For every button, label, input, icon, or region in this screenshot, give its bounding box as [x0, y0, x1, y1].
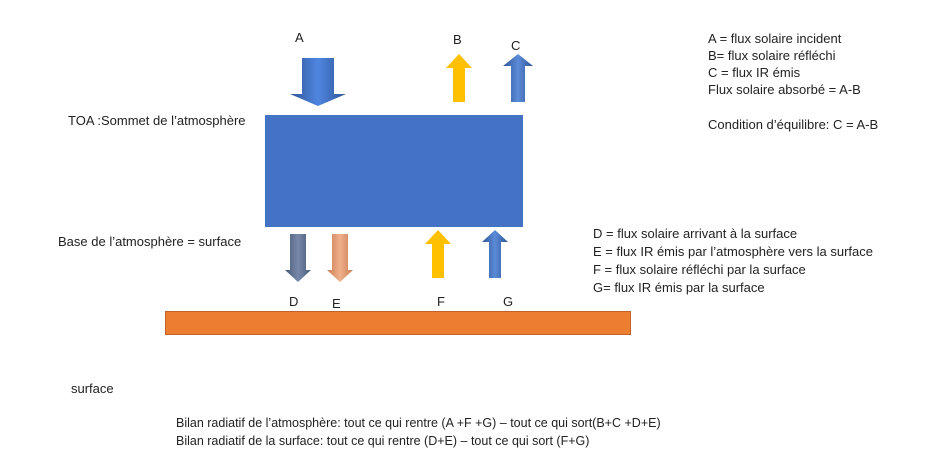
arrow-label-f: F [437, 294, 445, 309]
legend-f: F = flux solaire réfléchi par la surface [593, 262, 806, 277]
budget-atmosphere: Bilan radiatif de l’atmosphère: tout ce … [176, 416, 661, 430]
arrow-label-d: D [289, 294, 299, 309]
budget-surface: Bilan radiatif de la surface: tout ce qu… [176, 434, 590, 448]
legend-a: A = flux solaire incident [708, 31, 842, 46]
arrow-d [285, 234, 311, 282]
legend-absorbed: Flux solaire absorbé = A-B [708, 82, 861, 97]
legend-c: C = flux IR émis [708, 65, 801, 80]
atmosphere-box [265, 115, 523, 227]
arrow-label-a: A [295, 30, 304, 45]
legend-e: E = flux IR émis par l’atmosphère vers l… [593, 244, 873, 259]
legend-top: A = flux solaire incident B= flux solair… [708, 30, 878, 133]
arrow-a [290, 58, 346, 106]
legend-bottom: D = flux solaire arrivant à la surface E… [593, 225, 873, 297]
arrow-label-b: B [453, 32, 462, 47]
base-label: Base de l’atmosphère = surface [58, 234, 242, 249]
arrow-label-c: C [511, 38, 521, 53]
arrow-b [446, 54, 472, 102]
legend-d: D = flux solaire arrivant à la surface [593, 226, 798, 241]
legend-g: G= flux IR émis par la surface [593, 280, 765, 295]
arrow-f [425, 230, 451, 278]
arrow-g [482, 230, 508, 278]
toa-label: TOA :Sommet de l’atmosphère [68, 113, 246, 128]
legend-equilibrium: Condition d’équilibre: C = A-B [708, 117, 879, 132]
arrow-label-g: G [503, 294, 514, 309]
arrow-label-e: E [332, 296, 341, 311]
arrow-e [327, 234, 353, 282]
budget-equations: Bilan radiatif de l’atmosphère: tout ce … [176, 414, 661, 450]
surface-label: surface [71, 381, 114, 396]
surface-bar [165, 311, 631, 335]
arrow-c [503, 54, 533, 102]
legend-b: B= flux solaire réfléchi [708, 48, 836, 63]
